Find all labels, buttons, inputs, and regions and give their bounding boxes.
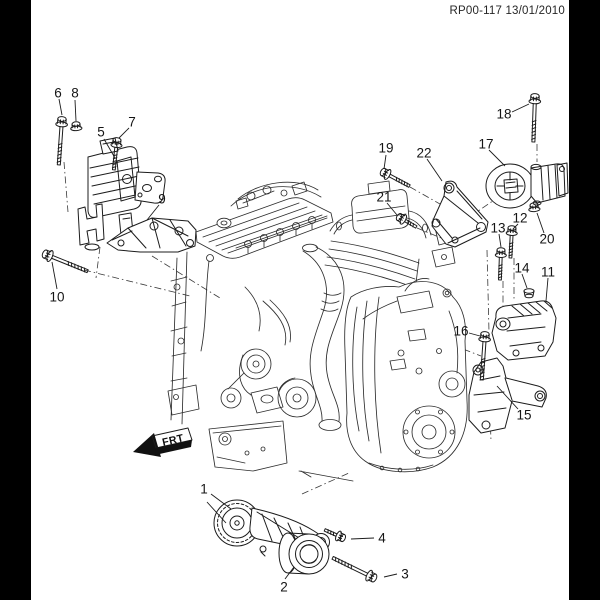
engine-illustration [167,180,468,482]
callout-2: 2 [280,579,288,595]
callout-14: 14 [514,260,530,276]
callout-17: 17 [478,136,494,152]
callout-1: 1 [200,481,208,497]
right-letterbox-bar [569,0,600,600]
left-letterbox-bar [0,0,31,600]
bolt-part-12 [504,224,519,259]
bracket-part-22 [431,180,489,248]
callout-4: 4 [378,530,386,546]
callout-8: 8 [71,85,79,101]
bolt-part-19 [377,165,413,192]
callout-21: 21 [376,189,392,205]
nut-part-20 [527,201,541,213]
bolt-part-3 [329,552,380,585]
callout-19: 19 [378,140,394,156]
callout-22: 22 [416,145,432,161]
bolt-part-6 [52,115,69,166]
frt-direction-arrow: FRT [133,427,193,457]
bolt-part-18 [527,92,542,143]
mount-bracket-part-15 [468,357,547,434]
callout-20: 20 [539,231,555,247]
callout-15: 15 [516,407,532,423]
engine-mount-part-11 [491,300,557,361]
callout-5: 5 [97,124,105,140]
frt-arrowhead-icon [133,433,161,457]
leader-lines [51,98,549,580]
bolt-part-10 [40,247,91,278]
callout-11: 11 [540,264,556,280]
damper-cap-part-14 [523,288,535,299]
mount-bracket-part-9 [106,217,197,253]
bolt-part-13 [493,247,508,281]
engine-mount-part-5 [77,137,166,252]
callout-3: 3 [401,566,409,582]
callout-13: 13 [490,220,506,236]
callout-12: 12 [512,210,528,226]
transmission-mount-part-17 [485,162,569,209]
nut-part-8 [69,120,83,132]
callout-6: 6 [54,85,62,101]
callout-9: 9 [158,191,166,207]
drawing-number-header: RP00-117 13/01/2010 [449,5,565,17]
callout-16: 16 [453,323,469,339]
callout-10: 10 [49,289,65,305]
bushing-part-2 [278,532,330,575]
frt-label: FRT [161,432,185,449]
callout-18: 18 [496,106,512,122]
callout-7: 7 [128,114,136,130]
